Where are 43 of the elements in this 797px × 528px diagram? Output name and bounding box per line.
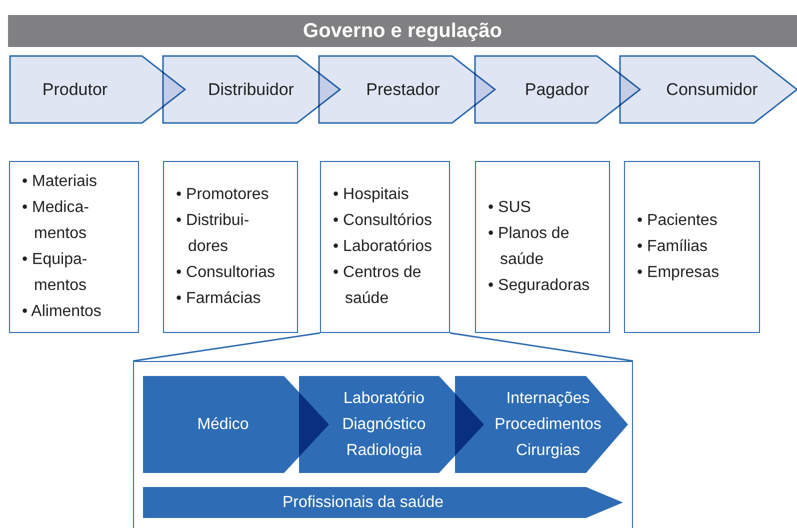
list-item: • Laboratórios: [333, 237, 433, 257]
step-label: Laboratório: [344, 388, 424, 408]
list-item: • Famílias: [637, 237, 708, 257]
step-label: Radiologia: [346, 440, 422, 460]
list-item: • Seguradoras: [488, 276, 591, 296]
detail-panel: [133, 361, 633, 528]
step-label: Prestador: [366, 80, 440, 100]
step-label: Produtor: [42, 80, 108, 100]
list-box: [475, 161, 610, 333]
list-item: • Distribui- dores: [176, 211, 250, 257]
list-item: • Empresas: [637, 263, 720, 283]
arrow-band: [143, 487, 623, 518]
list-item: • Hospitais: [333, 185, 410, 205]
list-item: • Alimentos: [22, 302, 102, 322]
list-item: • Medica- mentos: [22, 198, 90, 244]
connector-line: [450, 332, 634, 362]
chevron-step: [455, 376, 628, 473]
list-item: • Materiais: [22, 172, 98, 192]
list-box: [163, 161, 298, 333]
list-item: • SUS: [488, 198, 532, 218]
list-box: [9, 161, 139, 333]
list-item: • Farmácias: [176, 289, 262, 309]
list-item: • Centros de saúde: [333, 263, 422, 309]
step-label: Médico: [197, 414, 249, 434]
step-label: Consumidor: [666, 80, 758, 100]
connector-line: [132, 332, 320, 362]
step-label: Distribuidor: [208, 80, 294, 100]
step-label: Procedimentos: [494, 414, 602, 434]
list-item: • Consultórios: [333, 211, 433, 231]
list-box: [624, 161, 760, 333]
step-label: Internações: [506, 388, 590, 408]
step-label: Pagador: [524, 80, 590, 100]
list-item: • Promotores: [176, 185, 270, 205]
step-label: Cirurgias: [516, 440, 580, 460]
list-box: [320, 161, 450, 333]
list-item: • Consultorias: [176, 263, 276, 283]
list-item: • Equipa- mentos: [22, 250, 88, 296]
chevron-step: [620, 56, 797, 123]
list-item: • Planos de saúde: [488, 224, 570, 270]
list-item: • Pacientes: [637, 211, 718, 231]
step-label: Profissionais da saúde: [282, 492, 444, 512]
step-label: Diagnóstico: [342, 414, 426, 434]
title-banner: Governo e regulação: [8, 15, 797, 47]
